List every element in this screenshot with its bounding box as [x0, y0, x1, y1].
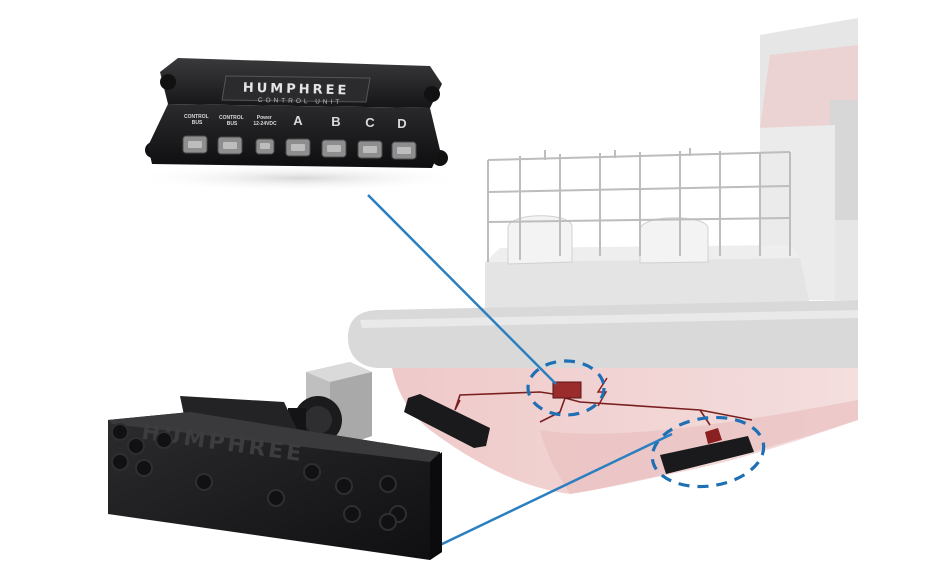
deck-cabin	[485, 258, 810, 312]
control-unit-label-plate	[221, 75, 371, 103]
seat-right	[639, 217, 709, 264]
onboard-actuator-right	[705, 428, 722, 444]
gunwale-highlight	[360, 310, 858, 328]
interceptor-plate-top-edge	[108, 412, 440, 462]
control-unit-subtitle: CONTROL UNIT	[258, 97, 343, 106]
interceptor-bolts	[111, 423, 407, 531]
control-unit-brand: HUMPHREE	[243, 81, 350, 99]
port-label-a: A	[293, 113, 303, 128]
gunwale	[348, 300, 858, 368]
deck-railing	[487, 148, 791, 262]
onboard-interceptor-right	[660, 436, 754, 474]
port-label-power: Power 12-24VDC	[253, 115, 277, 127]
onboard-control-unit	[552, 381, 582, 399]
port-label-c: C	[365, 115, 375, 130]
highlight-ring-control-unit	[526, 359, 606, 417]
seat-left	[507, 215, 573, 265]
highlight-ring-interceptor	[650, 415, 766, 489]
port-label-d: D	[397, 116, 406, 131]
hull	[392, 368, 858, 494]
port-label-control-bus-1: CONTROL BUS	[184, 114, 210, 126]
control-unit-image: HUMPHREE CONTROL UNIT CONTROL BUS CONTRO…	[130, 58, 470, 192]
wiring-harness	[454, 391, 753, 426]
onboard-interceptor-left	[404, 394, 490, 448]
interceptor-image: HUMPHREE	[108, 362, 442, 560]
interceptor-plate-end	[430, 452, 442, 560]
port-label-control-bus-2: CONTROL BUS	[219, 115, 245, 127]
port-label-b: B	[331, 114, 340, 129]
leader-line-interceptor	[439, 432, 673, 547]
leader-line-control-unit	[367, 194, 557, 385]
boat-illustration	[348, 18, 858, 494]
